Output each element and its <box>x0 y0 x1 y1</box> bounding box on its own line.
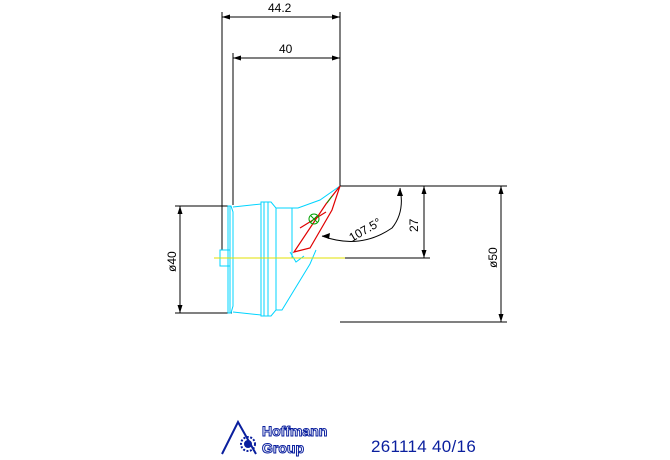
dimension-arrows <box>177 14 504 322</box>
edge-line <box>326 195 333 204</box>
dim-height: 27 <box>407 218 421 232</box>
tool-body <box>219 185 341 317</box>
dim-body-diameter: ø50 <box>486 247 500 268</box>
dim-shank-diameter: ø40 <box>165 251 179 272</box>
logo-mark-icon <box>221 419 257 455</box>
hoffmann-group-logo: Hoffmann Group <box>221 419 328 457</box>
brand-line2: Group <box>262 440 304 456</box>
dim-length: 40 <box>279 42 293 56</box>
brand-line1: Hoffmann <box>262 423 327 439</box>
insert-screw <box>308 213 320 225</box>
cutting-insert <box>292 185 341 253</box>
dim-overall-length: 44.2 <box>268 1 292 15</box>
part-number: 261114 40/16 <box>371 437 477 456</box>
dimension-lines <box>175 12 507 323</box>
